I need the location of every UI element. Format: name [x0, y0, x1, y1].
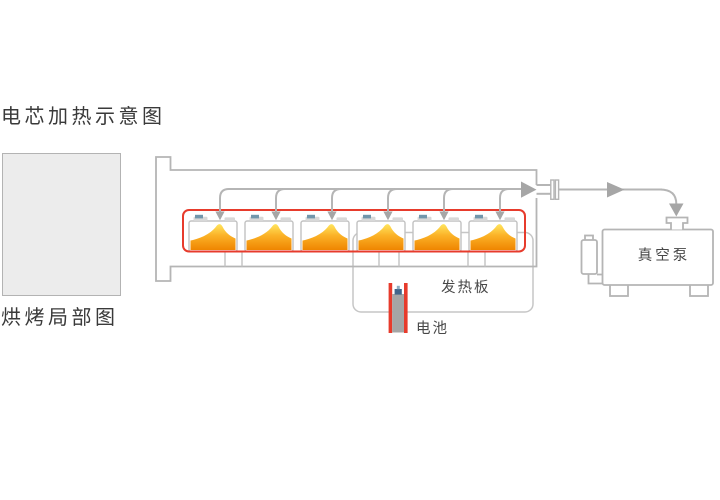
pump-side-canister	[580, 239, 598, 275]
branch-pipe	[387, 188, 398, 212]
battery-cap	[394, 289, 402, 295]
cell-flame	[470, 224, 516, 250]
down-arrow-icon	[327, 211, 337, 221]
cell-flame	[358, 224, 404, 250]
branch-pipe	[219, 188, 230, 212]
down-arrow-icon	[271, 211, 281, 221]
cells-layer	[188, 214, 518, 253]
cell-terminal-tab	[475, 214, 483, 219]
cell-flame	[414, 224, 460, 250]
vacuum-pump-body	[601, 228, 714, 286]
branch-pipe	[275, 188, 286, 212]
cell-flame	[190, 224, 236, 250]
pipes-layer	[215, 179, 684, 221]
down-arrow-icon	[669, 203, 684, 217]
cell-tab-right	[336, 217, 347, 221]
heated-cell	[244, 214, 294, 253]
vacuum-pump-label: 真空泵	[637, 248, 691, 264]
battery-label: 电池	[416, 321, 449, 337]
vacuum-pump-group	[580, 216, 714, 297]
heating-plate-label: 发热板	[441, 280, 491, 296]
pump-inlet-port	[665, 216, 689, 230]
battery-detail-group	[388, 283, 408, 333]
placeholder-panel	[2, 153, 121, 296]
cell-tab-right	[392, 217, 403, 221]
cell-flame	[302, 224, 348, 250]
cell-terminal-tab	[251, 214, 259, 219]
heated-cell	[468, 214, 518, 253]
cell-tab-right	[224, 217, 235, 221]
heater-bar-left	[388, 283, 393, 333]
battery-cap-nub	[396, 285, 400, 290]
main-title: 电芯加热示意图	[1, 106, 166, 128]
flange-bar	[554, 179, 560, 200]
flange-bar	[550, 179, 555, 200]
right-arrow-icon	[521, 181, 537, 198]
right-arrow-icon	[607, 182, 625, 198]
cell-tab-right	[504, 217, 515, 221]
heater-bar-right	[404, 283, 408, 333]
heated-cell	[300, 214, 350, 253]
cell-tab-right	[448, 217, 459, 221]
cell-flame	[246, 224, 292, 250]
heated-cell	[188, 214, 238, 253]
heated-cell	[356, 214, 406, 253]
branch-pipe	[443, 188, 454, 212]
detail-title: 烘烤局部图	[1, 307, 119, 329]
cell-terminal-tab	[363, 214, 371, 219]
down-arrow-icon	[439, 211, 449, 221]
heating-plate-frame	[182, 209, 526, 253]
cell-terminal-tab	[195, 214, 203, 219]
branch-pipe	[331, 188, 342, 212]
heated-cell	[412, 214, 462, 253]
cell-tab-right	[280, 217, 291, 221]
cell-terminal-tab	[307, 214, 315, 219]
pump-side-connector	[587, 273, 603, 285]
branch-pipe	[499, 188, 510, 212]
pump-elbow	[659, 188, 678, 205]
chamber-outline	[155, 156, 538, 282]
down-arrow-icon	[495, 211, 505, 221]
down-arrow-icon	[383, 211, 393, 221]
cell-terminal-tab	[419, 214, 427, 219]
battery-body	[392, 294, 404, 333]
down-arrow-icon	[215, 211, 225, 221]
